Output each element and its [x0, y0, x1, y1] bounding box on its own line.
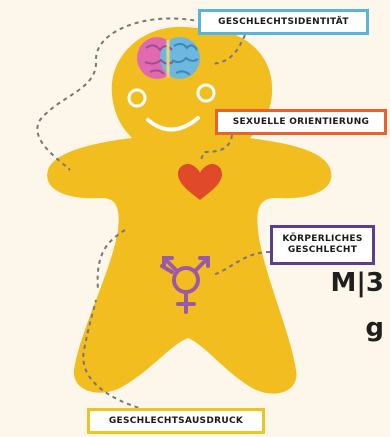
gender-identity-label-box: GESCHLECHTSIDENTITÄT — [198, 9, 369, 35]
sexual-orientation-label: SEXUELLE ORIENTIERUNG — [233, 117, 369, 128]
partial-text-line1: M|3 — [0, 268, 384, 298]
biological-sex-label-line1: KÖRPERLICHES — [282, 234, 362, 245]
gender-identity-label: GESCHLECHTSIDENTITÄT — [218, 17, 349, 28]
gender-expression-label: GESCHLECHTSAUSDRUCK — [109, 416, 243, 427]
partial-text-line2: g — [0, 313, 384, 343]
biological-sex-label-line2: GESCHLECHT — [288, 245, 357, 256]
biological-sex-label-box: KÖRPERLICHES GESCHLECHT — [270, 225, 375, 265]
gender-expression-label-box: GESCHLECHTSAUSDRUCK — [87, 408, 265, 434]
sexual-orientation-label-box: SEXUELLE ORIENTIERUNG — [215, 109, 387, 135]
brain-icon — [137, 37, 200, 79]
